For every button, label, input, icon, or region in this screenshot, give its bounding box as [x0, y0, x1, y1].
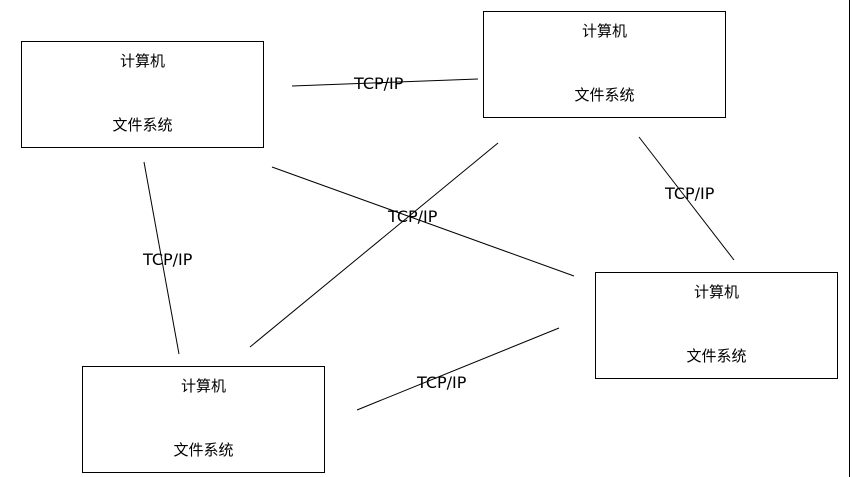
computer-node-bottom-left: 计算机 文件系统 — [82, 366, 325, 473]
link-label: TCP/IP — [417, 373, 467, 392]
node-subtitle: 文件系统 — [574, 86, 635, 104]
link-bottom-left-to-right — [356, 327, 560, 411]
node-title: 计算机 — [581, 22, 627, 40]
node-title: 计算机 — [693, 283, 739, 301]
node-subtitle: 文件系统 — [173, 441, 234, 459]
link-top-right-to-bottom-left — [249, 142, 499, 348]
computer-node-right: 计算机 文件系统 — [595, 272, 838, 379]
right-border — [849, 0, 850, 477]
computer-node-top-left: 计算机 文件系统 — [21, 41, 264, 148]
computer-node-top-right: 计算机 文件系统 — [483, 11, 726, 118]
link-label: TCP/IP — [665, 184, 715, 203]
link-label: TCP/IP — [388, 207, 438, 226]
link-label: TCP/IP — [354, 74, 404, 93]
node-title: 计算机 — [119, 52, 165, 70]
node-subtitle: 文件系统 — [686, 347, 747, 365]
link-top-left-to-right — [271, 166, 575, 277]
node-subtitle: 文件系统 — [112, 116, 173, 134]
link-label: TCP/IP — [143, 250, 193, 269]
node-title: 计算机 — [180, 377, 226, 395]
link-top-right-to-right — [638, 136, 735, 261]
link-top-left-to-top-right — [291, 78, 479, 87]
link-top-left-to-bottom-left — [143, 161, 180, 355]
